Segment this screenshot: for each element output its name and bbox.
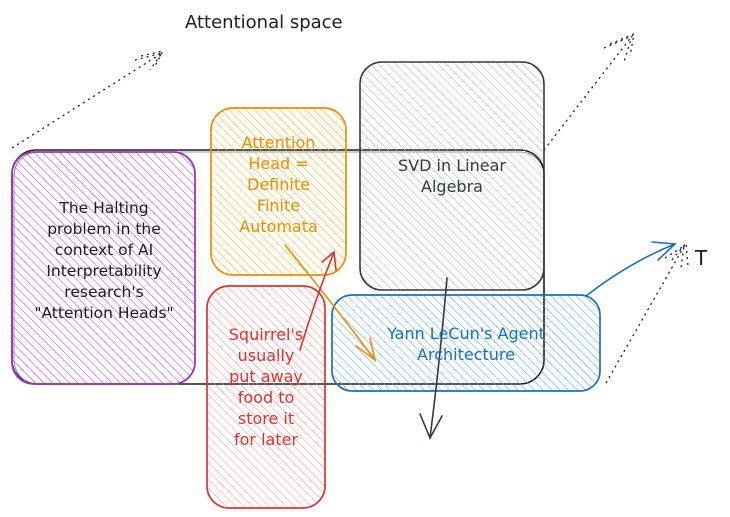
halting-box-label: The Halting problem in the context of AI… (34, 199, 174, 322)
attention-head-box (210, 107, 347, 276)
halting-box (11, 151, 196, 385)
svd-box (359, 61, 545, 291)
red-arrow (299, 250, 337, 351)
lecun-box (331, 294, 601, 392)
svd-box-label: SVD in Linear Algebra (398, 156, 506, 196)
attention-head-box-label: Attention Head = Definite Finite Automat… (239, 133, 318, 236)
perspective-arrow-top-right (543, 35, 633, 151)
perspective-arrow-top-left (11, 52, 163, 149)
squirrels-box-label: Squirrel's usually put away food to stor… (228, 325, 304, 449)
squirrels-box (206, 285, 326, 509)
gray-down-arrow (419, 277, 448, 440)
perspective-arrow-bottom-right (605, 242, 687, 384)
lecun-box-label: Yann LeCun's Agent Architecture (387, 324, 545, 364)
perspective-arrows (11, 32, 689, 384)
blue-arrow (585, 241, 677, 297)
diagram-title: Attentional space (185, 12, 343, 33)
axis-label-t: T (695, 246, 708, 270)
orange-arrow (284, 244, 377, 362)
